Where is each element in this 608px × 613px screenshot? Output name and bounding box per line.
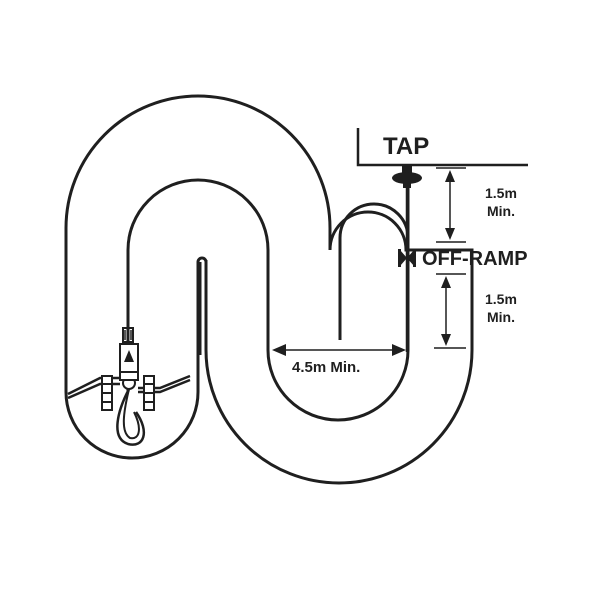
dimension-width (272, 344, 406, 356)
serpentine-loop-outer (64, 94, 474, 485)
dim-lower-value: 1.5m (485, 291, 517, 307)
sprinkler-cart-icon (67, 327, 191, 446)
offramp-valve-icon (398, 249, 416, 267)
tap-label: TAP (383, 133, 429, 160)
tap-fixture-icon (392, 166, 422, 188)
right-u-arc (338, 202, 410, 239)
tap-wall-line (356, 128, 528, 167)
offramp-label: OFF-RAMP (422, 248, 528, 270)
serpentine-loop-inner (126, 178, 410, 422)
dim-width-value: 4.5m Min. (292, 359, 360, 376)
dimension-upper (436, 167, 466, 243)
dim-lower-unit: Min. (487, 309, 515, 325)
dim-upper-value: 1.5m (485, 185, 517, 201)
dimension-lower (434, 273, 466, 349)
dim-upper-unit: Min. (487, 203, 515, 219)
